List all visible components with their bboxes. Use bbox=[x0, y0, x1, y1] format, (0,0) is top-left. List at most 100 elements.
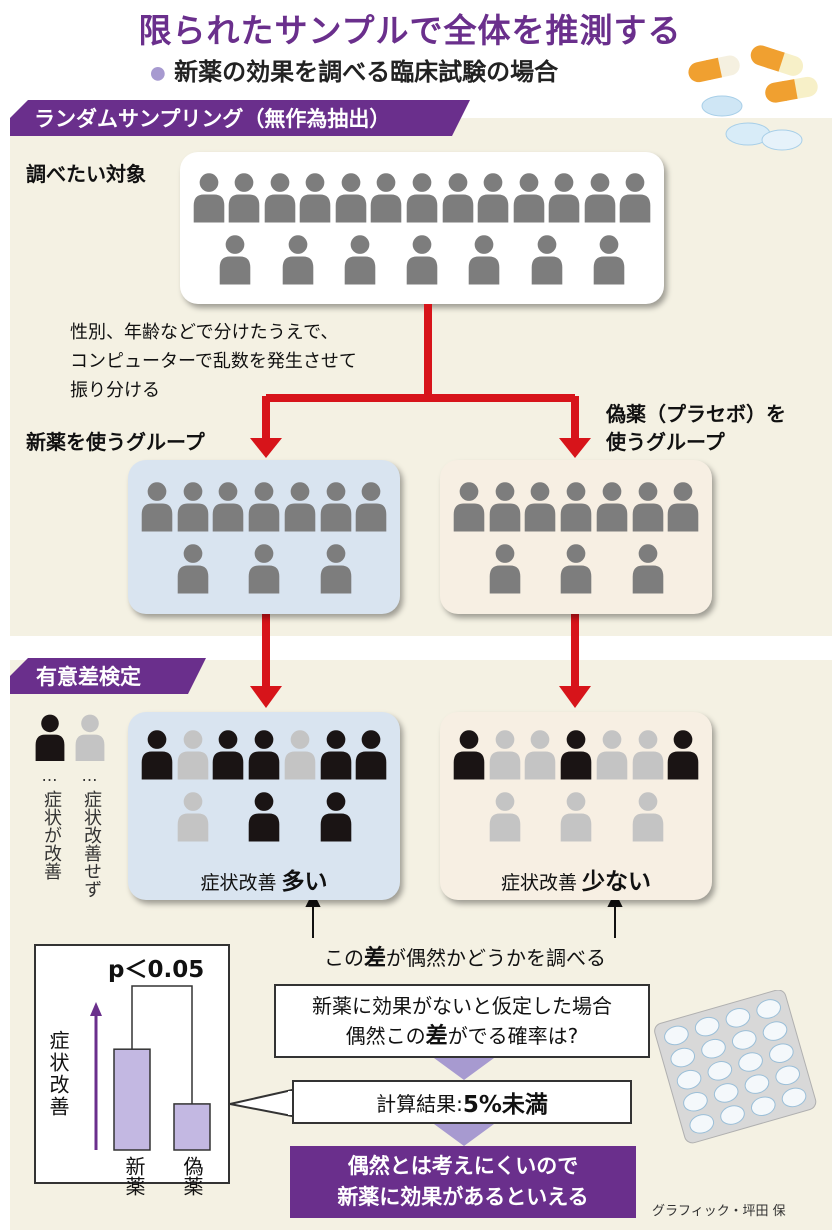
population-label: 調べたい対象 bbox=[26, 162, 146, 186]
y-axis-arrow bbox=[90, 1002, 102, 1016]
conclusion-line2: 新薬に効果があるといえる bbox=[337, 1185, 589, 1209]
legend-not-improved-label: 症状改善せず bbox=[81, 790, 102, 898]
person-icon bbox=[282, 235, 313, 285]
hypothesis-line2-suffix: がでる確率は? bbox=[447, 1023, 579, 1048]
person-improved-icon bbox=[141, 730, 173, 780]
person-not-improved-icon bbox=[524, 730, 556, 780]
group-placebo-label-line: 使うグループ bbox=[606, 430, 725, 454]
result-placebo-box: 症状改善 少ない bbox=[440, 712, 712, 900]
bullet-icon: ● bbox=[150, 62, 166, 84]
callout-pointer bbox=[229, 1088, 296, 1118]
person-icon bbox=[593, 235, 625, 285]
split-note: 性別、年齢などで分けたうえで、 コンピューターで乱数を発生させて 振り分ける bbox=[70, 318, 357, 405]
person-icon bbox=[248, 482, 280, 532]
blister-pill bbox=[689, 1114, 715, 1134]
connector-triangle-2 bbox=[434, 1124, 494, 1146]
credit: グラフィック・坪田 保 bbox=[652, 1204, 786, 1219]
section-label-significance-test-text: 有意差検定 bbox=[36, 665, 141, 689]
difference-text-strong: 差 bbox=[363, 946, 386, 971]
person-improved-icon bbox=[35, 714, 65, 761]
person-icon bbox=[632, 482, 663, 532]
person-icon bbox=[596, 482, 628, 532]
connector-triangle-1 bbox=[434, 1058, 494, 1080]
difference-text-prefix: この bbox=[323, 946, 364, 970]
group-new-box bbox=[128, 460, 400, 614]
page-title: 限られたサンプルで全体を推測する bbox=[138, 11, 682, 50]
difference-text: この差が偶然かどうかを調べる bbox=[260, 940, 670, 972]
person-icon bbox=[468, 235, 500, 285]
person-icon bbox=[560, 482, 592, 532]
person-improved-icon bbox=[212, 730, 244, 780]
bar-1 bbox=[173, 1103, 211, 1151]
person-icon bbox=[344, 235, 376, 285]
difference-text-suffix: が偶然かどうかを調べる bbox=[386, 946, 606, 970]
person-icon bbox=[177, 482, 208, 532]
person-icon bbox=[548, 173, 580, 223]
legend-improved-label: 症状が改善 bbox=[41, 790, 62, 880]
pill-blister-illustration bbox=[654, 990, 817, 1144]
person-icon bbox=[620, 173, 651, 223]
person-icon bbox=[141, 482, 173, 532]
capsules-illustration bbox=[688, 45, 818, 151]
person-icon bbox=[584, 173, 616, 223]
person-icon bbox=[228, 173, 260, 223]
significance-bracket bbox=[131, 985, 193, 1104]
blister-pill bbox=[670, 1047, 696, 1068]
subtitle-text: 新薬の効果を調べる臨床試験の場合 bbox=[174, 58, 559, 86]
blister-pill bbox=[756, 999, 781, 1019]
section-label-random-sampling-text: ランダムサンプリング（無作為抽出） bbox=[34, 107, 391, 131]
person-icon bbox=[299, 173, 331, 223]
person-not-improved-icon bbox=[284, 730, 316, 780]
result-placebo-people bbox=[440, 712, 712, 858]
blister-pill bbox=[744, 1074, 770, 1094]
person-not-improved-icon bbox=[560, 792, 592, 842]
person-improved-icon bbox=[355, 730, 387, 780]
blister-pill bbox=[769, 1043, 794, 1063]
bar-chart bbox=[90, 985, 211, 1151]
group-placebo-label-line: 偽薬（プラセボ）を bbox=[606, 402, 786, 426]
blister-pill bbox=[738, 1052, 763, 1072]
chart-ylabel: 症状改善 bbox=[46, 1030, 70, 1118]
chart-category-label: 新薬 bbox=[122, 1156, 146, 1196]
split-note-line: 振り分ける bbox=[70, 380, 160, 401]
person-icon bbox=[284, 482, 316, 532]
blister-pill bbox=[676, 1069, 702, 1090]
person-icon bbox=[406, 173, 438, 223]
person-icon bbox=[406, 235, 438, 285]
blister-pill bbox=[707, 1061, 733, 1081]
calculation-prefix: 計算結果: bbox=[376, 1091, 463, 1116]
person-icon bbox=[442, 173, 473, 223]
person-not-improved-icon bbox=[177, 730, 208, 780]
hypothesis-box: 新薬に効果がないと仮定した場合 偶然この差がでる確率は? bbox=[274, 984, 650, 1058]
blister-pill bbox=[694, 1016, 720, 1037]
blister-pill bbox=[701, 1038, 726, 1059]
subtitle: ● 新薬の効果を調べる臨床試験の場合 bbox=[150, 52, 558, 87]
person-not-improved-icon bbox=[632, 792, 663, 842]
person-icon bbox=[531, 235, 562, 285]
person-icon bbox=[177, 544, 208, 594]
blister-pill bbox=[762, 1021, 788, 1041]
hypothesis-line2-prefix: 偶然この bbox=[345, 1023, 426, 1048]
result-new-caption-prefix: 症状改善 bbox=[200, 872, 277, 894]
person-icon bbox=[248, 544, 280, 594]
conclusion-box: 偶然とは考えにくいので 新薬に効果があるといえる bbox=[290, 1146, 636, 1218]
section-label-significance-test: 有意差検定 bbox=[10, 658, 206, 694]
person-icon bbox=[212, 482, 244, 532]
person-not-improved-icon bbox=[632, 730, 663, 780]
person-icon bbox=[320, 482, 351, 532]
person-icon bbox=[560, 544, 592, 594]
person-icon bbox=[335, 173, 367, 223]
chart-annotation: p＜0.05 bbox=[108, 957, 205, 983]
person-improved-icon bbox=[248, 730, 280, 780]
blister-pill bbox=[781, 1087, 807, 1108]
result-new-people bbox=[128, 712, 400, 858]
result-new-caption: 症状改善 多い bbox=[128, 862, 400, 896]
split-note-line: コンピューターで乱数を発生させて bbox=[70, 351, 357, 372]
bar-0 bbox=[113, 1048, 151, 1151]
person-not-improved-icon bbox=[596, 730, 628, 780]
person-icon bbox=[667, 482, 699, 532]
person-icon bbox=[489, 544, 520, 594]
hypothesis-line2-strong: 差 bbox=[425, 1023, 448, 1049]
person-improved-icon bbox=[453, 730, 485, 780]
